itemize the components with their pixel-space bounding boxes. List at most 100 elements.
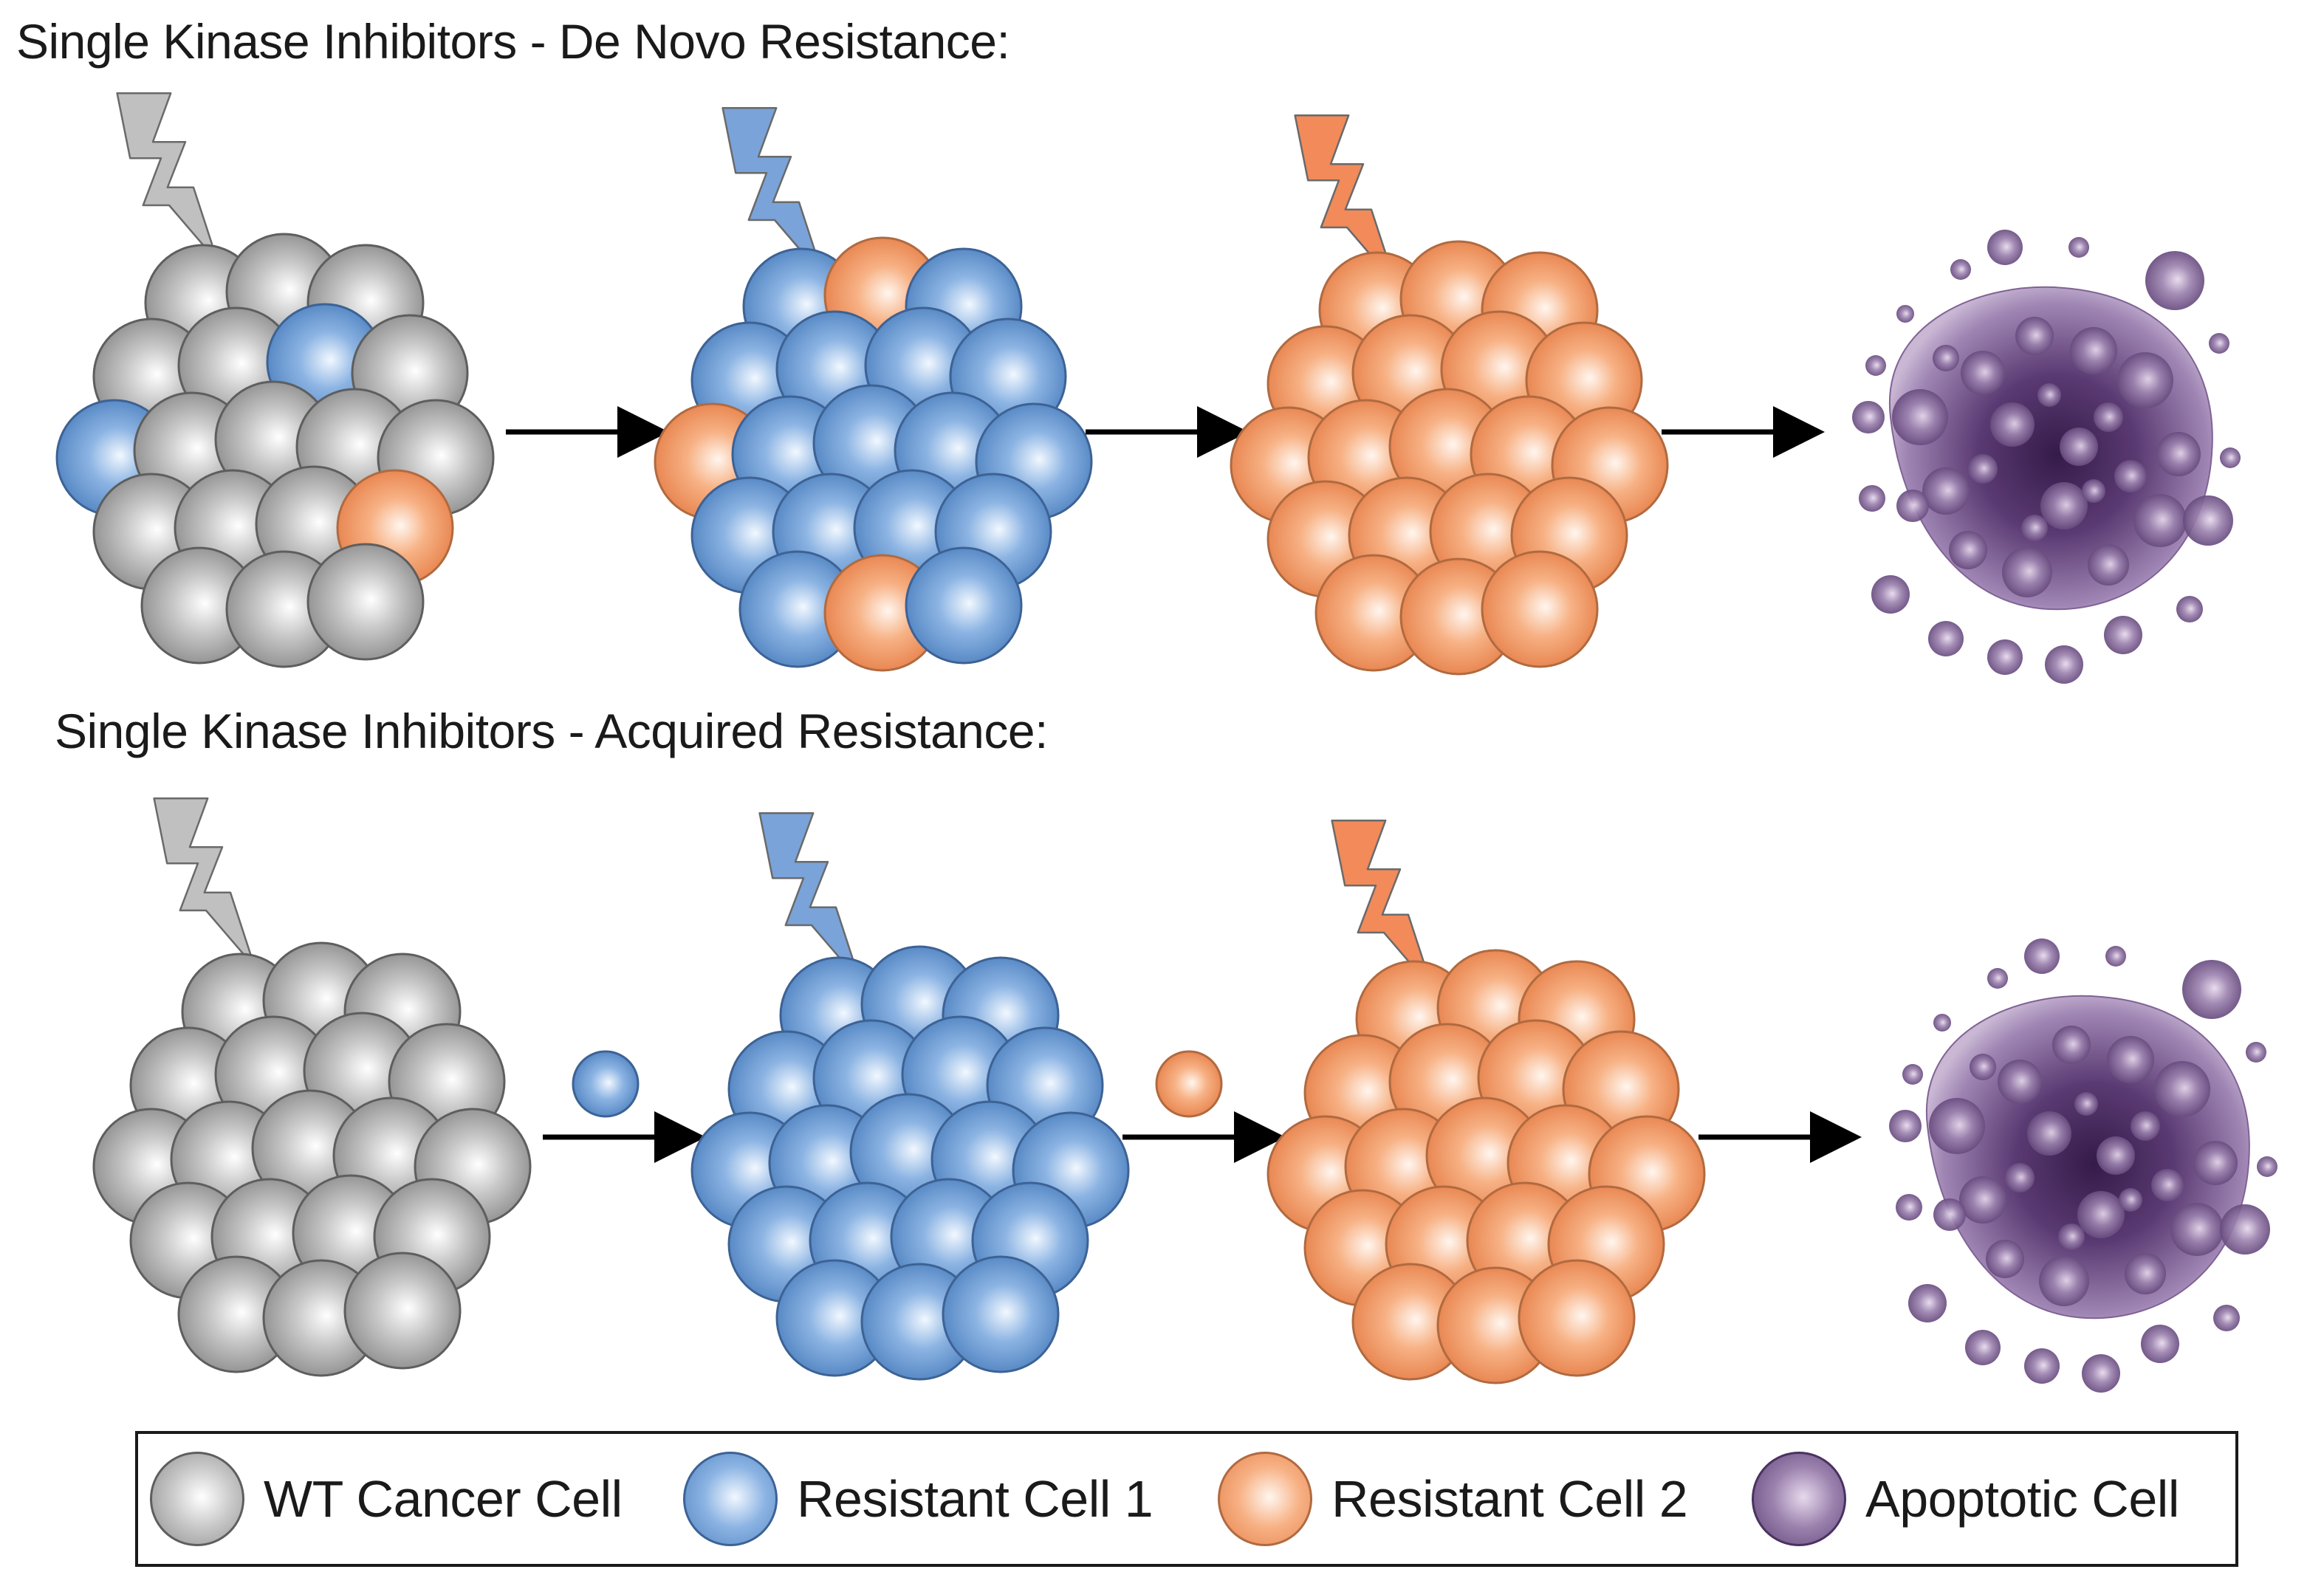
apoptotic-bleb — [2021, 515, 2048, 541]
apoptotic-bleb — [1922, 467, 1970, 515]
apoptotic-bleb — [2027, 1111, 2071, 1156]
apoptotic-bleb — [2040, 482, 2088, 529]
legend-item-resistant-cell-2: Resistant Cell 2 — [1218, 1434, 1688, 1564]
apoptotic-bleb — [2024, 938, 2060, 974]
acquired-stage1-cell — [343, 1252, 462, 1370]
de-novo-stage1-cluster — [55, 233, 495, 668]
apoptotic-bleb — [2117, 352, 2173, 408]
apoptotic-bleb — [2182, 960, 2241, 1019]
apoptotic-bleb — [1908, 1284, 1947, 1322]
apoptotic-bleb — [2183, 495, 2233, 546]
apoptotic-bleb — [2068, 237, 2089, 258]
apoptotic-bleb — [2105, 946, 2126, 967]
apoptotic-bleb — [2114, 460, 2147, 493]
apoptotic-bleb — [2220, 447, 2241, 468]
apoptotic-bleb — [2037, 383, 2061, 407]
acquired-stage3-cluster — [1266, 949, 1706, 1384]
blue-drug-bolt-icon — [721, 106, 825, 278]
apoptotic-bleb — [1929, 1098, 1985, 1154]
apoptotic-bleb — [1902, 1064, 1923, 1085]
legend-item-wt-cancer-cell: WT Cancer Cell — [150, 1434, 623, 1564]
de-novo-stage3-cell — [1481, 550, 1599, 668]
de-novo-stage2-cell — [905, 546, 1023, 665]
apoptotic-bleb — [2002, 547, 2052, 597]
legend-label-resistant-cell-2: Resistant Cell 2 — [1331, 1470, 1688, 1528]
emerging-resistant-cell-2 — [1155, 1050, 1223, 1118]
apoptotic-bleb — [2246, 1042, 2266, 1063]
apoptotic-bleb — [1896, 305, 1914, 323]
apoptotic-bleb — [2131, 1111, 2160, 1141]
apoptotic-bleb — [2052, 1026, 2091, 1064]
apoptotic-bleb — [1933, 1198, 1966, 1231]
blue-drug-bolt-icon-2 — [758, 811, 862, 984]
apoptotic-bleb — [1987, 230, 2023, 265]
legend: WT Cancer Cell Resistant Cell 1 Resistan… — [135, 1431, 2238, 1567]
apoptotic-bleb — [2170, 1203, 2224, 1256]
apoptotic-bleb — [2094, 402, 2123, 432]
apoptotic-bleb — [2005, 1163, 2035, 1192]
acquired-resistance-title: Single Kinase Inhibitors - Acquired Resi… — [55, 704, 1048, 758]
legend-label-wt-cancer-cell: WT Cancer Cell — [264, 1470, 623, 1528]
apoptotic-bleb — [2082, 1354, 2120, 1393]
apoptotic-bleb — [2141, 1325, 2179, 1363]
apoptotic-bleb — [2024, 1348, 2060, 1384]
apoptotic-bleb — [2088, 544, 2129, 586]
apoptotic-bleb — [1990, 402, 2035, 447]
apoptotic-bleb — [2082, 479, 2105, 503]
apoptotic-bleb — [2209, 333, 2229, 354]
apoptotic-bleb — [2074, 1092, 2098, 1116]
diagram-layer — [55, 92, 2277, 1393]
gray-drug-bolt-icon — [116, 92, 219, 264]
resistant-cell-2-swatch — [1218, 1452, 1312, 1546]
legend-label-resistant-cell-1: Resistant Cell 1 — [797, 1470, 1154, 1528]
apoptotic-bleb — [2213, 1305, 2240, 1331]
apoptotic-bleb — [2107, 1036, 2154, 1083]
de-novo-stage2-cluster — [654, 236, 1093, 672]
apoptotic-bleb — [2058, 1224, 2085, 1250]
apoptotic-bleb — [1889, 1110, 1922, 1142]
apoptotic-bleb — [2257, 1156, 2277, 1177]
acquired-stage2-cluster — [690, 945, 1130, 1381]
wt-cancer-cell-swatch — [150, 1452, 244, 1546]
orange-drug-bolt-icon-2 — [1331, 819, 1434, 991]
apoptotic-bleb — [2193, 1141, 2238, 1185]
apoptotic-bleb — [2104, 616, 2142, 654]
apoptotic-bleb — [1865, 355, 1886, 376]
apoptotic-bleb — [2119, 1188, 2142, 1212]
apoptotic-bleb — [1896, 490, 1929, 522]
apoptotic-bleb — [1961, 351, 2005, 395]
apoptotic-bleb — [1986, 1240, 2024, 1278]
apoptotic-bleb — [1871, 575, 1910, 614]
legend-item-resistant-cell-1: Resistant Cell 1 — [683, 1434, 1154, 1564]
apoptotic-bleb — [1959, 1176, 2006, 1224]
emerging-resistant-cell-1 — [572, 1050, 640, 1118]
apoptotic-bleb — [1950, 259, 1971, 280]
apoptotic-bleb — [1896, 1194, 1922, 1221]
apoptotic-bleb — [1998, 1060, 2042, 1104]
legend-item-apoptotic-cell: Apoptotic Cell — [1752, 1434, 2179, 1564]
apoptotic-bleb — [2039, 1256, 2089, 1306]
apoptotic-bleb — [2154, 1061, 2210, 1117]
apoptotic-bleb — [2145, 251, 2204, 310]
apoptotic-bleb — [2220, 1204, 2270, 1255]
apoptotic-bleb — [2133, 494, 2187, 547]
apoptotic-bleb — [1892, 389, 1948, 445]
apoptotic-bleb — [2077, 1191, 2125, 1238]
resistant-cell-1-swatch — [683, 1452, 778, 1546]
apoptotic-bleb — [1968, 454, 1998, 484]
acquired-stage1-cluster — [92, 941, 532, 1377]
apoptotic-bleb — [1933, 345, 1959, 371]
orange-drug-bolt-icon — [1294, 114, 1397, 286]
apoptotic-bleb — [1970, 1054, 1996, 1080]
apoptotic-bleb — [2125, 1253, 2166, 1294]
de-novo-stage3-cluster — [1230, 240, 1669, 676]
apoptotic-bleb — [2176, 596, 2203, 622]
apoptotic-bleb — [1987, 968, 2008, 989]
apoptotic-bleb — [1859, 485, 1885, 512]
acquired-stage2-cell — [942, 1255, 1060, 1373]
apoptotic-cell-swatch — [1752, 1452, 1846, 1546]
de-novo-resistance-title: Single Kinase Inhibitors - De Novo Resis… — [16, 14, 1010, 69]
apoptotic-bleb — [1928, 621, 1964, 656]
